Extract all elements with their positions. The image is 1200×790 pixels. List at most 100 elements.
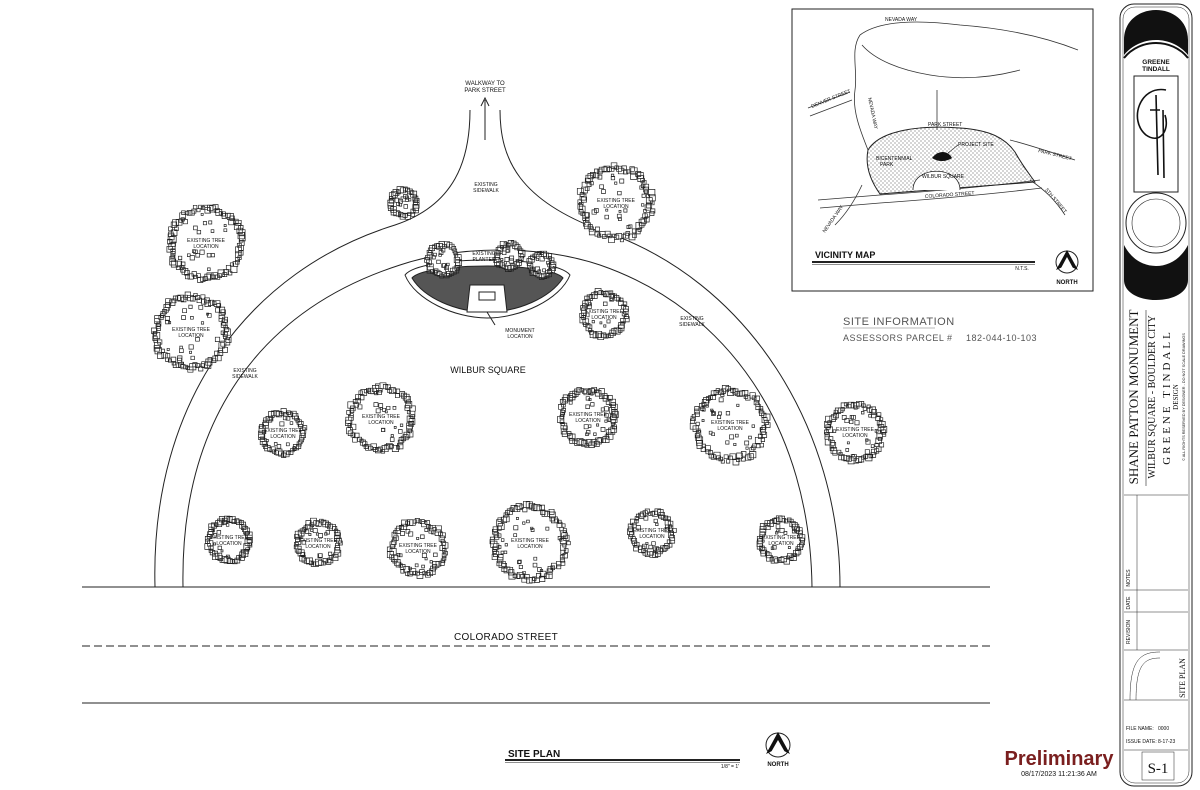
tree-canopy <box>826 403 884 461</box>
revision-label: REVISION <box>1126 620 1132 644</box>
monument-label-1: MONUMENT <box>505 328 534 334</box>
tree-foliage-icon <box>151 291 232 373</box>
site-plan-scale: 1/8" = 1' <box>721 764 739 770</box>
logo-banner-top <box>1124 10 1188 55</box>
tree-foliage-icon <box>424 241 462 279</box>
tree-18 <box>493 240 526 272</box>
sidewalk-label-top-1: EXISTING <box>474 182 497 188</box>
tree-label: EXISTING TREE <box>585 309 624 315</box>
tree-foliage-icon <box>579 288 630 341</box>
vm-road-denver-b <box>809 99 853 117</box>
tree-19 <box>526 250 557 280</box>
tree-canopy <box>579 166 653 240</box>
tree-label: EXISTING TREE <box>836 427 875 433</box>
tree-label: LOCATION <box>639 534 665 540</box>
sidewalk-label-right-1: EXISTING <box>680 316 703 322</box>
tree-canopy <box>492 505 568 581</box>
tree-foliage-icon <box>557 386 619 448</box>
tree-foliage-icon <box>756 515 806 565</box>
tree-foliage-icon <box>576 162 656 244</box>
date-label: DATE <box>1126 596 1132 610</box>
tree-canopy <box>207 518 251 562</box>
tree-label: EXISTING TREE <box>172 327 211 333</box>
tree-canopy <box>630 511 674 555</box>
issue-date-value: 8-17-23 <box>1158 739 1175 745</box>
preliminary-label: Preliminary <box>1004 748 1114 770</box>
tree-label: EXISTING TREE <box>299 538 338 544</box>
sidewalk-outer-right <box>499 109 841 588</box>
tree-label: EXISTING TREE <box>633 528 672 534</box>
tree-foliage-icon <box>627 508 677 558</box>
tree-label: EXISTING TREE <box>399 543 438 549</box>
logo-circle-inner <box>1131 198 1181 248</box>
logo-banner-bottom <box>1124 245 1188 300</box>
tree-foliage-icon <box>204 515 253 565</box>
monument-leader <box>486 311 496 326</box>
sheet-number: S-1 <box>1148 761 1169 777</box>
monument <box>478 291 496 301</box>
vm-bicentennial-label-1: BICENTENNIAL <box>876 156 913 162</box>
site-plan-north-label: NORTH <box>767 762 788 768</box>
tree-17 <box>424 241 462 279</box>
planter-outline <box>404 259 571 319</box>
sidewalk-outer-left <box>154 109 471 588</box>
tree-label: LOCATION <box>717 426 743 432</box>
title-block-inner-frame <box>1122 6 1190 784</box>
tree-canopy <box>153 294 229 370</box>
tree-label: EXISTING TREE <box>711 420 750 426</box>
tree-label: LOCATION <box>193 244 219 250</box>
tree-label: EXISTING TREE <box>187 238 226 244</box>
vm-road-colorado-b <box>819 187 1043 209</box>
logo-text: GREENE <box>1142 59 1170 66</box>
issue-date-label: ISSUE DATE: <box>1126 739 1157 745</box>
tree-label: EXISTING TREE <box>569 412 608 418</box>
tree-label: EXISTING TREE <box>264 428 303 434</box>
tree-foliage-icon <box>345 382 416 454</box>
vm-project-site-leader <box>947 144 959 154</box>
vm-road-nevada-bottom <box>834 184 863 226</box>
vm-road-nevada-top <box>859 21 1079 51</box>
vm-project-site-marker <box>932 152 952 161</box>
vicinity-map-scale: N.T.S. <box>1015 266 1029 272</box>
sheet-number-box <box>1141 751 1175 781</box>
tree-canopy <box>348 386 414 452</box>
tree-foliage-icon <box>293 517 343 567</box>
vicinity-map-title: VICINITY MAP <box>815 250 875 260</box>
vm-park-hatched <box>866 126 1036 195</box>
vm-road-park-right <box>1009 139 1076 161</box>
file-name-value: 0000 <box>1158 726 1169 732</box>
sidewalk-label-right-2: SIDEWALK <box>679 322 705 328</box>
logo-circle <box>1125 192 1187 254</box>
tree-label: LOCATION <box>591 315 617 321</box>
vm-north-arrow-icon <box>1055 250 1079 274</box>
project-subtitle: WILBUR SQUARE - BOULDER CITY <box>1147 315 1158 478</box>
north-arrow-icon <box>765 732 791 758</box>
rights-note: © ALL RIGHTS RESERVED BY DESIGNER - DO N… <box>1182 333 1186 461</box>
vm-bicentennial-label-2: PARK <box>880 162 894 168</box>
tree-label: LOCATION <box>768 541 794 547</box>
tree-canopy <box>296 521 340 565</box>
tree-label: EXISTING TREE <box>762 535 801 541</box>
tree-foliage-icon <box>489 500 571 584</box>
tree-foliage-icon <box>824 400 888 465</box>
tree-label: LOCATION <box>305 544 331 550</box>
tree-16 <box>387 186 420 220</box>
tree-label: LOCATION <box>216 541 242 547</box>
sidewalk-label-left-2: SIDEWALK <box>232 374 258 380</box>
tree-foliage-icon <box>386 518 449 579</box>
tree-label: EXISTING TREE <box>210 535 249 541</box>
gt-monogram-icon <box>1136 88 1167 179</box>
parcel-label: ASSESSORS PARCEL # <box>843 333 953 343</box>
site-plan <box>82 96 990 704</box>
tree-label: LOCATION <box>575 418 601 424</box>
tree-label: EXISTING TREE <box>597 198 636 204</box>
